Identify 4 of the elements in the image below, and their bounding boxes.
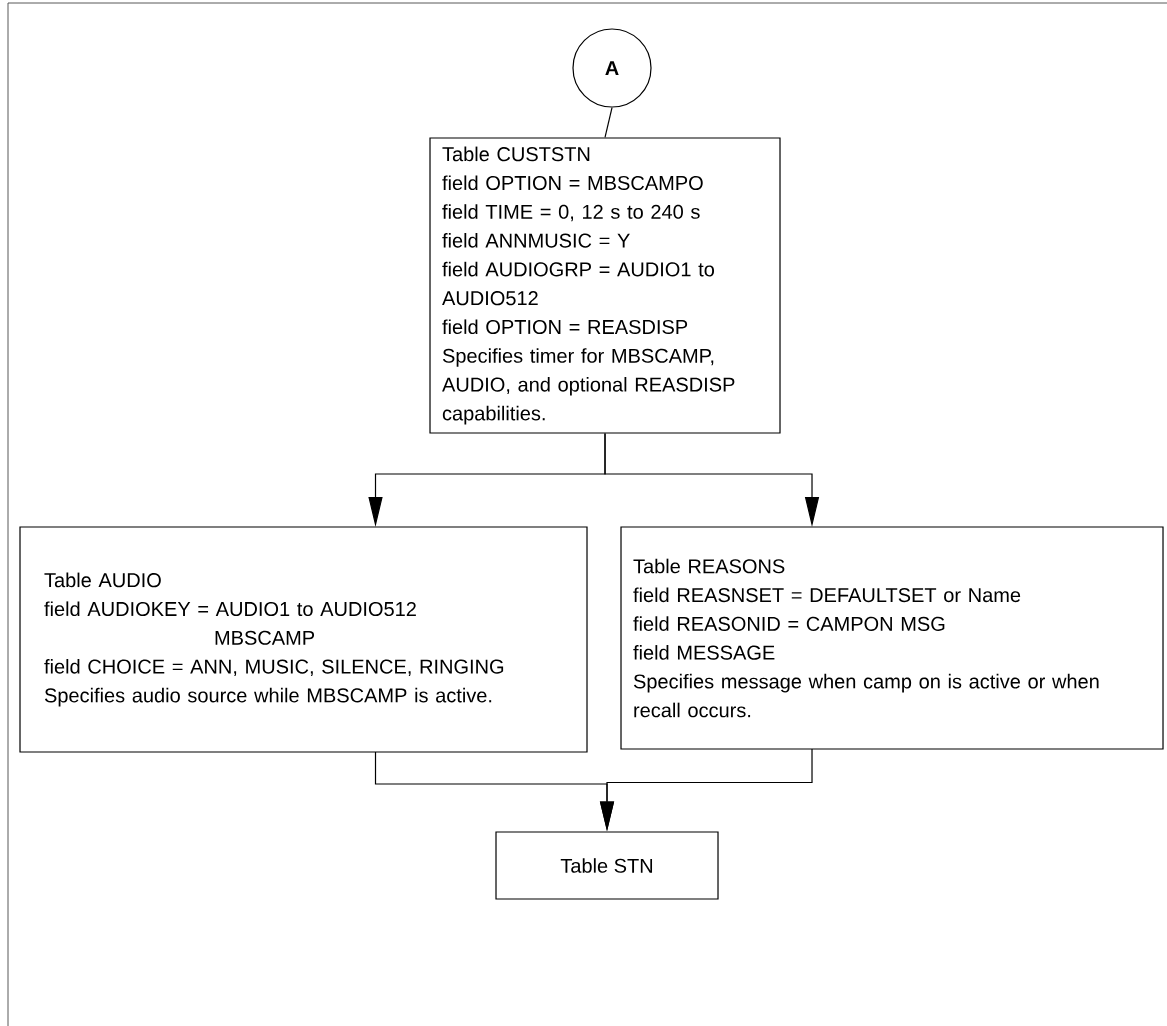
table-box: Table AUDIO field AUDIOKEY = AUDIO1 to AUDIO512 MBSCAMP field CHOICE = ANN, MUSIC, SILENCE, RINGING Specifies audio source while MBSCAMP is active. [19,526,588,753]
table-box: Table CUSTSTN field OPTION = MBSCAMPO field TIME = 0, 12 s to 240 s field ANNMUSIC = Y field AUDIOGRP = AUDIO1 to AUDIO512 field OPTION = REASDISP Specifies timer for MBSCAMP, AUDIO, and optional REASDISP capabilities. [429,137,781,434]
table-box: Table STN [495,831,719,900]
table-box: Table REASONS field REASNSET = DEFAULTSET or Name field REASONID = CAMPON MSG field MESSAGE Specifies message when camp on is active or when recall occurs. [620,526,1164,750]
